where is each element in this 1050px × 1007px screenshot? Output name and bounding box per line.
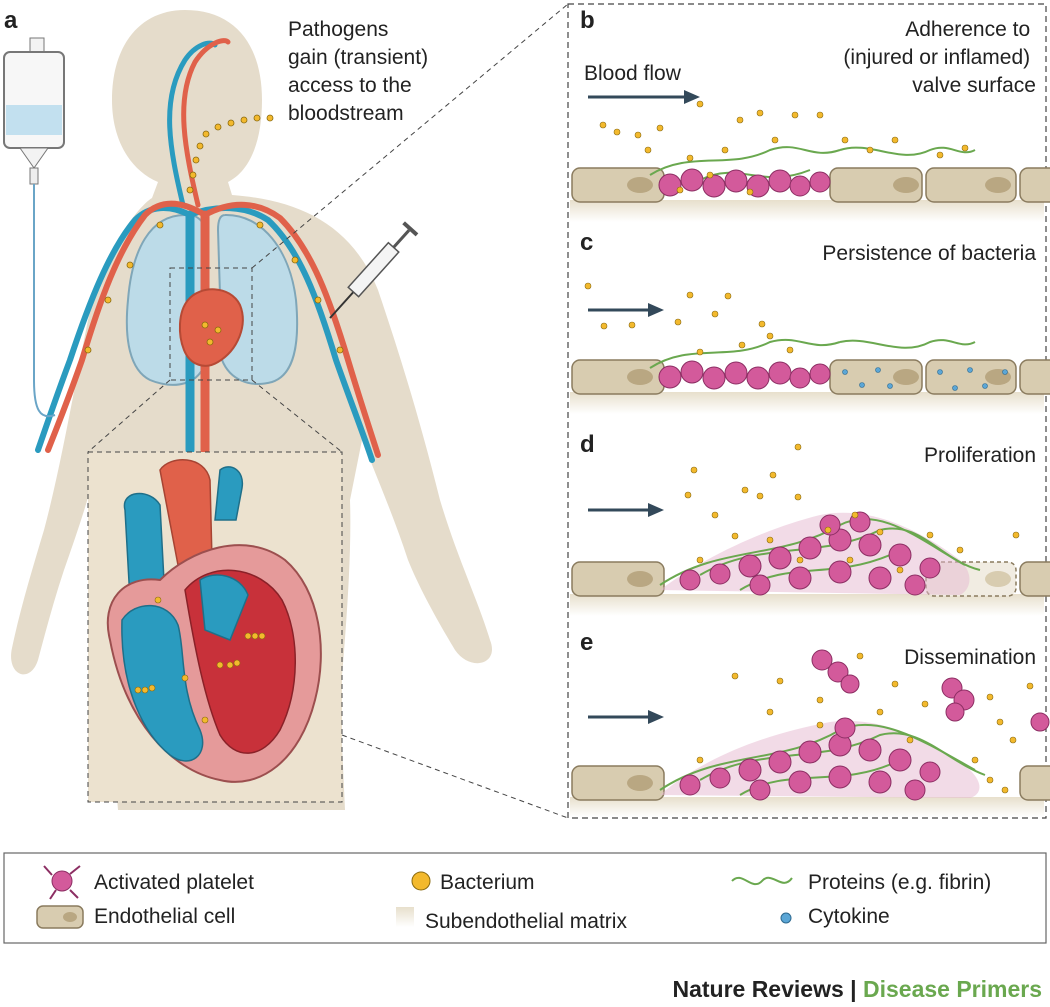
- panel-c-platelets: [658, 360, 831, 390]
- journal-name: Nature Reviews: [672, 976, 844, 1002]
- panel-d-caption: Proliferation: [924, 444, 1036, 467]
- panel-d-vegetation: [659, 511, 981, 596]
- panel-d: d Proliferation: [570, 431, 1050, 616]
- blood-flow-label: Blood flow: [584, 62, 682, 85]
- panel-e-vegetation: [659, 717, 986, 801]
- panel-e-letter: e: [580, 629, 593, 656]
- subendothelial-matrix: [570, 594, 1044, 616]
- legend-bacterium-icon: [411, 871, 431, 891]
- panel-a-letter: a: [4, 7, 18, 34]
- panel-c-bacteria: [584, 282, 794, 356]
- panel-a-bacteria: [84, 114, 344, 354]
- panel-b-caption: Adherence to (injured or inflamed) valve…: [843, 18, 1036, 97]
- chest-heart: [178, 288, 244, 367]
- panel-a-caption-line: bloodstream: [288, 102, 404, 125]
- legend-cytokine: Cytokine: [808, 905, 890, 928]
- panel-a-caption-line: access to the: [288, 74, 412, 97]
- panel-c-flow-arrow: [588, 303, 664, 317]
- legend: Activated platelet Bacterium Proteins (e…: [3, 852, 1047, 944]
- legend-endothelial-icon: [36, 905, 84, 929]
- panel-e-bacteria: [696, 652, 1034, 794]
- panel-b-platelets: [658, 168, 831, 198]
- panel-c: c Persistence of bacteria: [570, 229, 1050, 414]
- endothelial-layer: [571, 167, 1050, 203]
- panel-c-fibrin: [649, 338, 976, 369]
- subendothelial-matrix: [570, 200, 1044, 222]
- panel-d-bacteria: [684, 443, 1020, 574]
- panel-d-letter: d: [580, 431, 595, 458]
- legend-activated-platelet: Activated platelet: [94, 871, 254, 894]
- panel-a-caption: Pathogens gain (transient) access to the…: [288, 18, 434, 125]
- legend-proteins: Proteins (e.g. fibrin): [808, 871, 991, 894]
- journal-credit: Nature Reviews | Disease Primers: [672, 976, 1042, 1003]
- iv-bag-icon: [3, 37, 65, 418]
- panel-c-caption: Persistence of bacteria: [822, 242, 1036, 265]
- legend-cytokine-icon: [780, 912, 792, 924]
- arteries: [45, 38, 381, 458]
- panel-c-letter: c: [580, 229, 593, 256]
- panel-b-letter: b: [580, 7, 595, 34]
- legend-matrix-icon: [396, 907, 414, 927]
- panel-b-bacteria: [599, 100, 969, 196]
- panel-a-caption-line: Pathogens: [288, 18, 388, 41]
- legend-platelet-icon: [43, 865, 81, 900]
- subendothelial-matrix: [570, 392, 1044, 414]
- blood-flow-arrow: [588, 90, 700, 104]
- heart-inset: [87, 379, 343, 803]
- panel-a-caption-line: gain (transient): [288, 46, 428, 69]
- panel-b: b Adherence to (injured or inflamed) val…: [570, 7, 1050, 222]
- panel-a: a: [3, 3, 569, 819]
- zoom-connector-top: [251, 3, 569, 269]
- endothelial-layer: [571, 765, 1050, 801]
- panel-e-flow-arrow: [588, 710, 664, 724]
- panels-b-e-frame: [567, 3, 1047, 819]
- panel-b-caption-line: Adherence to: [905, 18, 1030, 41]
- series-name: Disease Primers: [862, 976, 1042, 1002]
- panel-d-flow-arrow: [588, 503, 664, 517]
- zoom-connector-bottom: [341, 734, 569, 819]
- syringe-icon: [329, 221, 419, 319]
- panel-b-caption-line: valve surface: [912, 74, 1036, 97]
- legend-bacterium: Bacterium: [440, 871, 535, 894]
- legend-endothelial-cell: Endothelial cell: [94, 905, 235, 928]
- credit-separator: |: [850, 976, 857, 1002]
- panel-e: e Dissemination: [570, 629, 1050, 817]
- panel-e-caption: Dissemination: [904, 646, 1036, 669]
- heart-zoom-box: [169, 267, 253, 381]
- panel-c-cytokines: [842, 367, 1008, 391]
- legend-subendothelial-matrix: Subendothelial matrix: [425, 910, 627, 933]
- legend-frame: [3, 852, 1047, 944]
- panel-b-caption-line: (injured or inflamed): [843, 46, 1030, 69]
- subendothelial-matrix: [570, 797, 1044, 817]
- legend-proteins-icon: [731, 876, 793, 886]
- panel-e-detached-platelets: [811, 649, 1050, 732]
